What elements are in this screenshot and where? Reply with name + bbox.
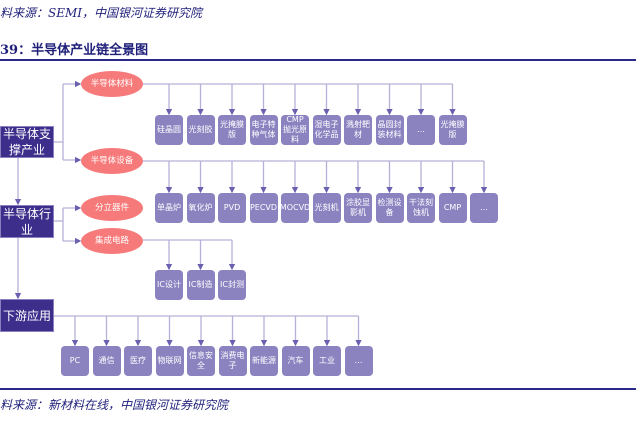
equipment-box: 检测设备 xyxy=(375,193,404,223)
material-box: 光掩膜版 xyxy=(438,115,467,145)
footer-divider xyxy=(0,388,636,390)
equipment-box: PECVD xyxy=(249,193,278,223)
material-box: 溅射靶材 xyxy=(344,115,372,145)
material-box: 光刻胶 xyxy=(186,115,215,145)
equipment-box: 氧化炉 xyxy=(186,193,215,223)
source-note-bottom: 料来源：新材料在线，中国银河证券研究院 xyxy=(0,398,229,412)
node-semiconductor-industry: 半导体行业 xyxy=(0,205,54,238)
downstream-box: PC xyxy=(61,346,89,376)
ic-box: IC制造 xyxy=(186,270,215,300)
equipment-box: CMP xyxy=(438,193,467,223)
downstream-box: 医疗 xyxy=(124,346,152,376)
downstream-box: 通信 xyxy=(92,346,121,376)
material-box: 光掩膜版 xyxy=(218,115,246,145)
ellipse-discrete: 分立器件 xyxy=(81,195,143,221)
downstream-box: 信息安全 xyxy=(187,346,215,376)
ellipse-ic: 集成电路 xyxy=(81,228,143,254)
node-support-industry: 半导体支撑产业 xyxy=(0,126,54,158)
equipment-box: … xyxy=(470,193,498,223)
ic-box: IC封测 xyxy=(218,270,246,300)
downstream-box: 消费电子 xyxy=(218,346,247,376)
source-note-top: 料来源：SEMI，中国银河证券研究院 xyxy=(0,6,203,20)
material-box: … xyxy=(407,115,435,145)
downstream-box: 新能源 xyxy=(250,346,278,376)
material-box: 晶圆封装材料 xyxy=(375,115,404,145)
ic-box: IC设计 xyxy=(155,270,183,300)
equipment-box: 单晶炉 xyxy=(155,193,183,223)
downstream-box: 工业 xyxy=(313,346,341,376)
equipment-box: PVD xyxy=(218,193,246,223)
ellipse-equipment: 半导体设备 xyxy=(81,148,143,174)
equipment-box: 干法刻蚀机 xyxy=(407,193,435,223)
equipment-box: MOCVD xyxy=(281,193,309,223)
material-box: CMP抛光原料 xyxy=(281,115,309,145)
downstream-box: 汽车 xyxy=(281,346,310,376)
material-box: 湿电子化学品 xyxy=(312,115,341,145)
ellipse-materials: 半导体材料 xyxy=(81,71,143,97)
downstream-box: … xyxy=(344,346,373,376)
downstream-box: 物联网 xyxy=(155,346,184,376)
node-downstream: 下游应用 xyxy=(0,299,54,332)
material-box: 电子特种气体 xyxy=(249,115,278,145)
equipment-box: 涂胶显影机 xyxy=(344,193,372,223)
equipment-box: 光刻机 xyxy=(312,193,341,223)
material-box: 硅晶圆 xyxy=(155,115,183,145)
figure-title: 39：半导体产业链全景图 xyxy=(0,43,149,58)
title-divider xyxy=(0,59,636,61)
